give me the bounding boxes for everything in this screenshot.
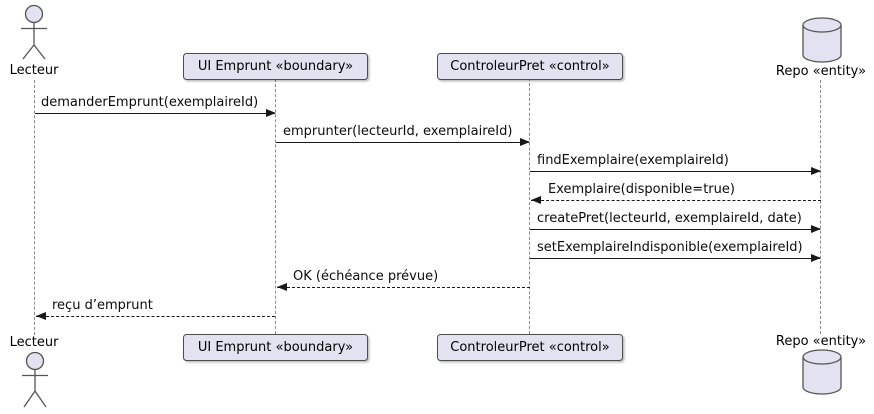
message-7-arrowhead [277, 283, 287, 291]
actor-label-top: Lecteur [9, 63, 59, 78]
database-label-bottom: Repo «entity» [775, 334, 867, 349]
participant-box-controleur-bottom: ControleurPret «control» [437, 334, 623, 361]
message-3-arrowhead [811, 167, 821, 175]
message-8-arrowhead [36, 312, 46, 320]
participant-box-ui-top: UI Emprunt «boundary» [183, 53, 368, 80]
message-7-label: OK (échéance prévue) [293, 269, 439, 284]
lifeline-lecteur [34, 80, 35, 335]
participant-box-controleur-top: ControleurPret «control» [437, 53, 623, 80]
database-icon-bottom [802, 349, 842, 395]
database-icon-top [802, 17, 842, 63]
participant-box-ui-bottom: UI Emprunt «boundary» [183, 334, 368, 361]
message-1-arrowhead [266, 109, 276, 117]
actor-icon-bottom [22, 351, 48, 408]
actor-label-bottom: Lecteur [9, 335, 59, 350]
message-6-arrowhead [811, 254, 821, 262]
lifeline-controleurpret [529, 78, 530, 334]
message-8-line [36, 316, 275, 317]
message-4-label: Exemplaire(disponible=true) [548, 182, 735, 197]
message-4-line [531, 200, 821, 201]
message-5-arrowhead [811, 225, 821, 233]
lifeline-ui-emprunt [275, 79, 276, 334]
message-6-line [530, 258, 820, 259]
message-1-label: demanderEmprunt(exemplaireId) [41, 95, 259, 110]
message-6-label: setExemplaireIndisponible(exemplaireId) [537, 240, 803, 255]
message-2-arrowhead [520, 138, 530, 146]
message-5-line [530, 229, 820, 230]
message-4-arrowhead [531, 196, 541, 204]
message-2-line [276, 142, 529, 143]
message-5-label: createPret(lecteurId, exemplaireId, date… [537, 211, 802, 226]
actor-icon [21, 4, 47, 60]
lifeline-repo [820, 80, 821, 334]
message-7-line [277, 287, 530, 288]
message-1-line [35, 113, 275, 114]
message-3-label: findExemplaire(exemplaireId) [537, 153, 729, 168]
message-2-label: emprunter(lecteurId, exemplaireId) [283, 124, 513, 139]
message-3-line [530, 171, 820, 172]
message-8-label: reçu d’emprunt [52, 298, 153, 313]
database-label-top: Repo «entity» [775, 64, 867, 79]
